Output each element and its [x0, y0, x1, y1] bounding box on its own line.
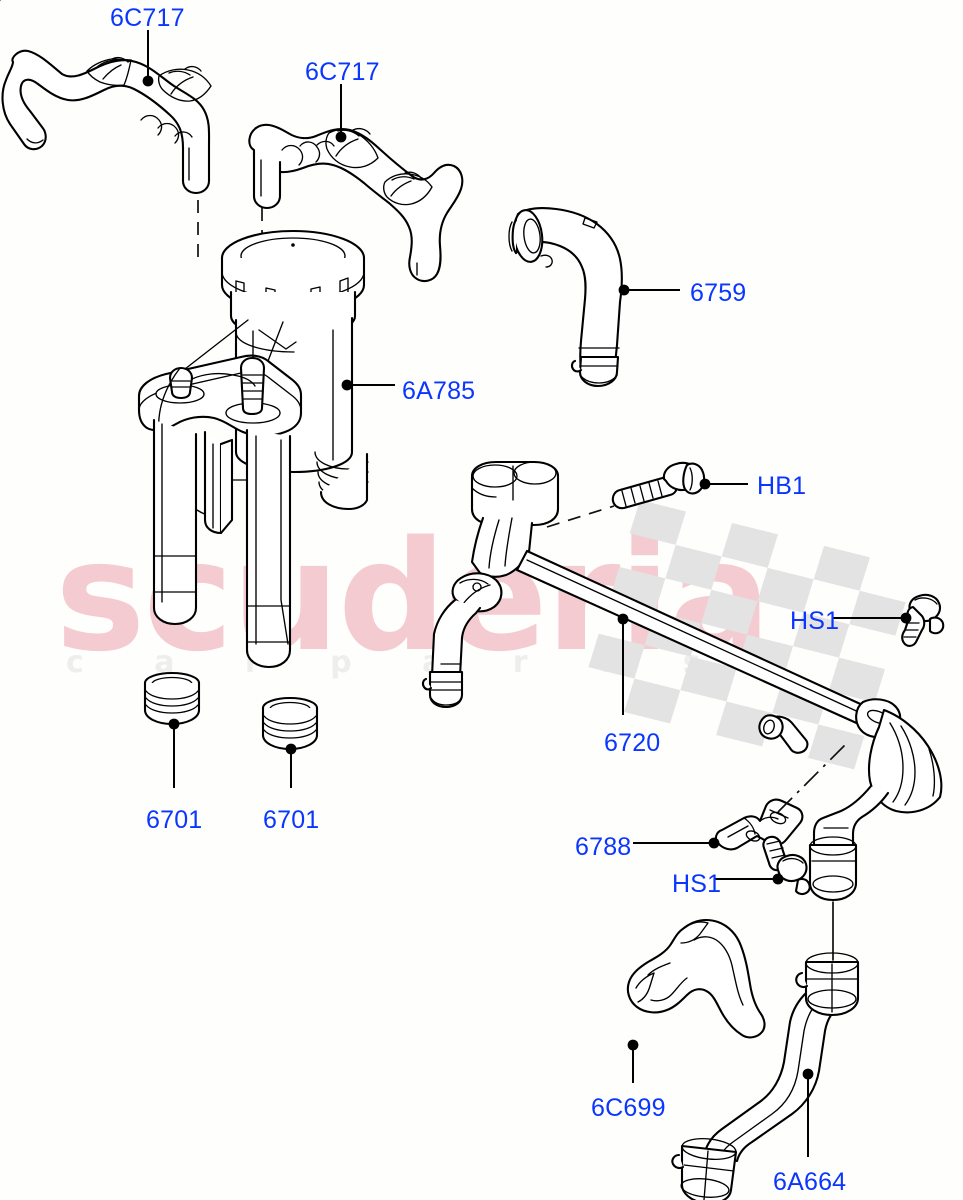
label-6C717-left: 6C717 — [110, 4, 185, 32]
part-6C717-left-hose — [1, 49, 212, 195]
part-HB1-bolt — [611, 461, 706, 510]
leader-6759 — [618, 284, 680, 296]
label-6788: 6788 — [575, 833, 632, 861]
leader-HS1-lower — [714, 873, 784, 885]
leader-HB1 — [699, 478, 748, 490]
leader-6C717-left — [142, 30, 154, 87]
assembly-dash-6788 — [777, 744, 846, 813]
part-HS1-screw-lower — [762, 835, 811, 896]
part-6788-retaining-clip — [714, 798, 804, 851]
part-6C699-baffle — [626, 918, 766, 1039]
part-6C717-right-hose — [248, 123, 464, 283]
assembly-dash-HB1 — [546, 505, 615, 528]
leader-6C699 — [627, 1039, 639, 1083]
leader-HS1-upper — [833, 612, 912, 624]
part-6720-vent-tube — [421, 460, 943, 902]
label-6701-left: 6701 — [146, 806, 203, 834]
part-6701-plug-right — [261, 696, 319, 751]
leader-6788 — [633, 837, 720, 849]
part-HS1-screw-upper — [901, 593, 945, 647]
leader-6701-left — [168, 718, 180, 788]
label-6701-right: 6701 — [263, 806, 320, 834]
leader-6701-right — [285, 743, 297, 788]
leader-6A664 — [802, 1068, 814, 1157]
label-6A785: 6A785 — [402, 377, 476, 405]
leader-6720 — [617, 613, 629, 715]
leader-6C717-right — [335, 84, 347, 143]
label-HB1: HB1 — [757, 472, 807, 500]
label-6759: 6759 — [690, 279, 747, 307]
label-6C699: 6C699 — [591, 1094, 666, 1122]
part-6759-air-hose — [508, 207, 623, 388]
part-6701-plug-left — [143, 671, 201, 726]
label-6A664: 6A664 — [773, 1168, 847, 1196]
label-HS1-upper: HS1 — [790, 607, 840, 635]
leader-6A785 — [341, 379, 395, 391]
label-6720: 6720 — [604, 729, 661, 757]
part-6A785-oil-separator — [137, 229, 369, 669]
label-6C717-right: 6C717 — [305, 58, 380, 86]
label-HS1-lower: HS1 — [672, 870, 722, 898]
part-6A664-breather-pipe — [671, 952, 860, 1200]
